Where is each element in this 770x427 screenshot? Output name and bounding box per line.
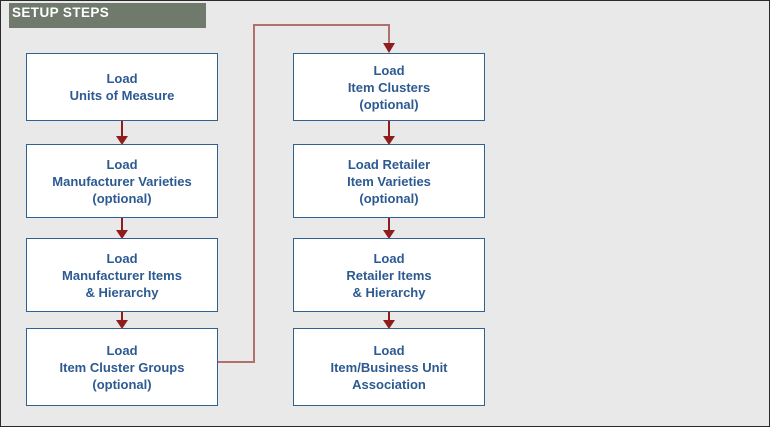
step-line: Retailer Items <box>346 267 432 283</box>
step-line: & Hierarchy <box>85 284 159 300</box>
arrow-clusters-to-retailer-varieties <box>383 121 395 145</box>
step-line-optional: (optional) <box>359 190 419 206</box>
step-line: Load <box>106 250 138 266</box>
step-line: Load <box>106 156 138 172</box>
step-box-load-retailer-items[interactable]: Load Retailer Items & Hierarchy <box>293 238 485 312</box>
arrow-varieties-to-items <box>116 218 128 239</box>
step-line-optional: (optional) <box>92 376 152 392</box>
step-box-load-retailer-item-varieties[interactable]: Load Retailer Item Varieties (optional) <box>293 144 485 218</box>
step-line: Manufacturer Varieties <box>52 173 192 189</box>
step-box-load-item-cluster-groups[interactable]: Load Item Cluster Groups (optional) <box>26 328 218 406</box>
arrow-retailer-varieties-to-retailer-items <box>383 218 395 239</box>
step-line-optional: (optional) <box>92 190 152 206</box>
step-line: Association <box>352 376 426 392</box>
step-line: Load <box>373 250 405 266</box>
step-box-load-units-of-measure[interactable]: Load Units of Measure <box>26 53 218 121</box>
step-line: Load <box>373 342 405 358</box>
step-line: Load <box>106 342 138 358</box>
step-line: Item Cluster Groups <box>59 359 185 375</box>
step-box-load-item-clusters[interactable]: Load Item Clusters (optional) <box>293 53 485 121</box>
step-box-load-item-business-unit-association[interactable]: Load Item/Business Unit Association <box>293 328 485 406</box>
arrow-retailer-items-to-business-unit <box>383 312 395 329</box>
step-line: Load <box>106 71 138 86</box>
step-line: Load Retailer <box>347 156 431 172</box>
arrow-units-to-varieties <box>116 121 128 145</box>
step-box-load-manufacturer-items[interactable]: Load Manufacturer Items & Hierarchy <box>26 238 218 312</box>
step-box-load-manufacturer-varieties[interactable]: Load Manufacturer Varieties (optional) <box>26 144 218 218</box>
step-line: Units of Measure <box>69 88 175 103</box>
section-header-title: SETUP STEPS <box>12 5 110 20</box>
step-line: Item Clusters <box>347 79 431 95</box>
step-line: Item/Business Unit <box>330 359 448 375</box>
step-line-optional: (optional) <box>359 96 419 112</box>
step-line: Item Varieties <box>347 173 431 189</box>
step-line: Manufacturer Items <box>62 267 182 283</box>
arrow-items-to-cluster-groups <box>116 312 128 329</box>
step-line: & Hierarchy <box>352 284 426 300</box>
section-header-bar <box>9 3 206 28</box>
step-line: Load <box>373 62 405 78</box>
